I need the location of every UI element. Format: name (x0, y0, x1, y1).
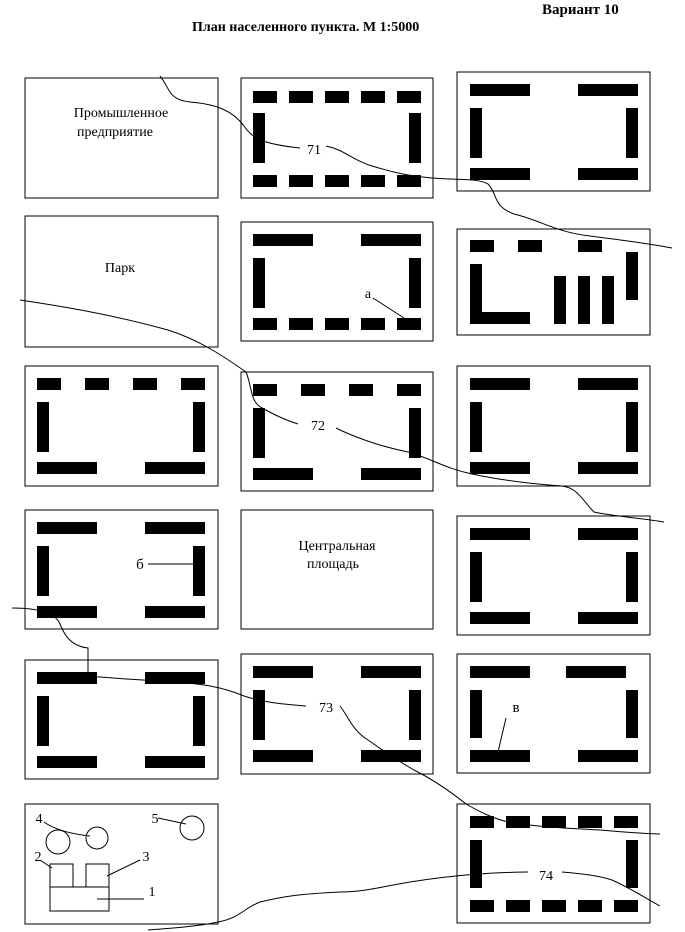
contour-line-74 (147, 871, 661, 931)
plan-title: План населенного пункта. М 1:5000 (192, 20, 420, 35)
block-c3-r5 (456, 653, 651, 774)
point-label-b: б (136, 557, 144, 573)
legend-number-4: 4 (36, 812, 43, 827)
block-c1-r3 (24, 365, 219, 487)
block-c1-r4 (24, 509, 219, 630)
legend-number-3: 3 (143, 850, 150, 865)
contour-line-72 (19, 299, 665, 523)
block-c3-r3 (456, 365, 651, 487)
block-c3-r2 (456, 228, 651, 336)
park-label: Парк (105, 261, 135, 276)
block-c3-r1 (456, 71, 651, 192)
block-c3-r6 (456, 803, 651, 924)
block-c1-r5 (24, 659, 219, 780)
block-central-square (240, 509, 434, 630)
block-c1-r6 (24, 803, 219, 925)
central-square-label-line1: Центральная (299, 539, 377, 554)
point-label-a: а (365, 287, 372, 302)
block-c2-r1 (240, 77, 434, 199)
contour-label-71: 71 (307, 143, 321, 158)
block-park (24, 215, 219, 348)
contour-label-72: 72 (311, 419, 325, 434)
industrial-label-line1: Промышленное (74, 106, 168, 121)
contour-label-73: 73 (319, 701, 333, 716)
industrial-label-line2: предприятие (77, 125, 153, 140)
contour-line-73 (11, 607, 661, 835)
variant-label: Вариант 10 (542, 2, 619, 18)
contour-label-74: 74 (539, 869, 553, 884)
block-c2-r2 (240, 221, 434, 342)
legend-number-2: 2 (35, 850, 42, 865)
point-label-v: в (512, 700, 519, 716)
central-square-label-line2: площадь (307, 557, 359, 572)
block-c2-r3 (240, 371, 434, 492)
block-c3-r4 (456, 515, 651, 636)
legend-number-1: 1 (149, 885, 156, 900)
block-industrial (24, 77, 219, 199)
block-c2-r5 (240, 653, 434, 775)
contour-line-71 (159, 75, 673, 249)
legend-number-5: 5 (152, 812, 159, 827)
